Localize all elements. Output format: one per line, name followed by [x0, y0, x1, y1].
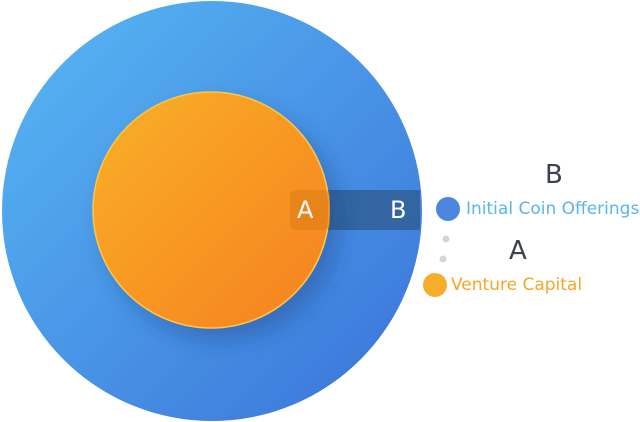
connector-dot-1 — [442, 235, 450, 243]
label-a-highlight — [290, 190, 330, 230]
legend-text-initial-coin-offerings: Initial Coin Offerings — [466, 199, 640, 219]
circle-b-label: B — [390, 196, 407, 224]
connector-dot-2 — [439, 255, 447, 263]
legend-dot-b — [436, 197, 460, 221]
legend-letter-b: B — [545, 160, 563, 190]
legend-dot-a — [423, 273, 447, 297]
circle-a-label: A — [297, 196, 314, 224]
legend-text-venture-capital: Venture Capital — [451, 275, 583, 295]
legend-letter-a: A — [509, 236, 527, 266]
